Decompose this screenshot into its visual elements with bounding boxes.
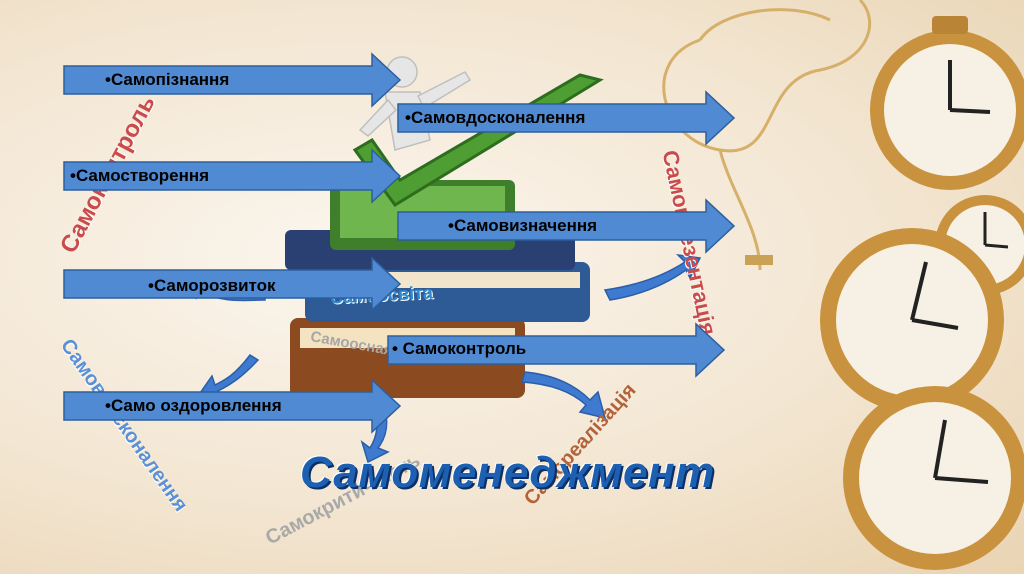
item-label-self-determination: •Самовизначення [448, 216, 597, 236]
item-label-self-healing: •Само оздоровлення [105, 396, 282, 416]
item-label-self-control: • Самоконтроль [392, 339, 526, 359]
slide-title: Самоменеджмент [300, 448, 715, 498]
item-label-self-improvement: •Самовдосконалення [405, 108, 585, 128]
item-label-self-development: •Саморозвиток [148, 276, 276, 296]
item-label-self-creation: •Самостворення [70, 166, 209, 186]
item-label-self-knowledge: •Самопізнання [105, 70, 229, 90]
